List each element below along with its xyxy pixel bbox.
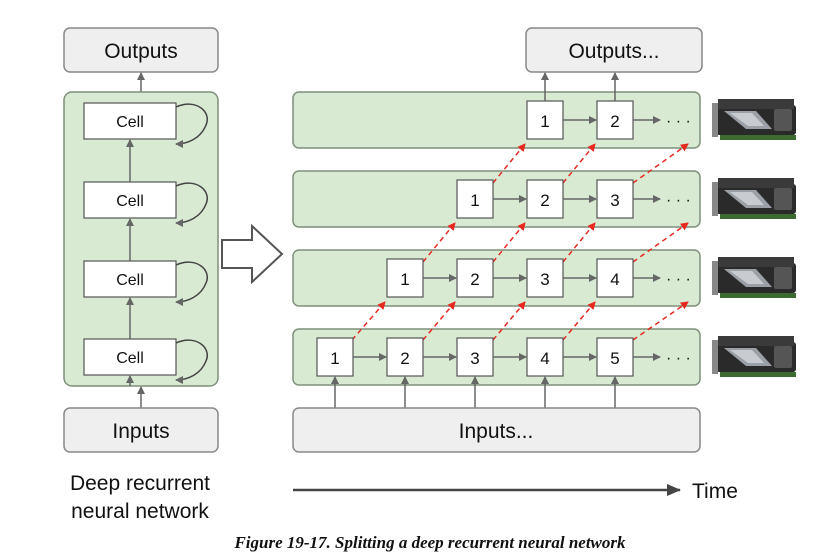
time-step-box xyxy=(316,337,354,377)
time-step-box xyxy=(526,179,564,219)
svg-text:2: 2 xyxy=(610,112,619,131)
left-network: Outputs Cell Cell Cell Cell xyxy=(63,27,219,523)
gpu-card-icon xyxy=(712,336,796,377)
left-caption-line1: Deep recurrent xyxy=(70,472,210,495)
figure-caption: Figure 19-17. Splitting a deep recurrent… xyxy=(233,533,626,552)
time-step-box xyxy=(526,258,564,298)
svg-text:3: 3 xyxy=(540,270,549,289)
svg-text:4: 4 xyxy=(540,349,549,368)
svg-text:Cell: Cell xyxy=(116,350,144,367)
gpu-card-icon xyxy=(712,178,796,219)
gpu-row-1: 1 2 · · · xyxy=(526,72,691,140)
gpu-row-2: 1 2 3 · · · xyxy=(456,179,691,219)
time-step-box xyxy=(596,258,634,298)
time-step-box xyxy=(526,337,564,377)
svg-text:5: 5 xyxy=(610,349,619,368)
gpu-card-icon xyxy=(712,257,796,298)
right-network: Outputs... 1 2 xyxy=(292,27,796,503)
svg-text:2: 2 xyxy=(470,270,479,289)
right-outputs-label: Outputs... xyxy=(568,40,659,63)
input-arrows xyxy=(331,376,619,408)
svg-text:2: 2 xyxy=(400,349,409,368)
svg-text:3: 3 xyxy=(610,191,619,210)
svg-text:Cell: Cell xyxy=(116,272,144,289)
time-step-box xyxy=(456,258,494,298)
left-outputs-label: Outputs xyxy=(104,40,178,63)
left-caption-line2: neural network xyxy=(71,500,209,523)
svg-text:Cell: Cell xyxy=(116,114,144,131)
left-cell-3: Cell xyxy=(83,260,208,306)
left-inputs-label: Inputs xyxy=(112,420,169,443)
right-inputs-box xyxy=(292,407,701,453)
time-label: Time xyxy=(692,480,738,503)
svg-text:4: 4 xyxy=(610,270,619,289)
left-cell-4: Cell xyxy=(83,338,208,384)
svg-text:1: 1 xyxy=(400,270,409,289)
svg-text:3: 3 xyxy=(470,349,479,368)
continuation-dots: · · · xyxy=(666,350,691,367)
continuation-dots: · · · xyxy=(666,192,691,209)
time-step-box xyxy=(456,179,494,219)
continuation-dots: · · · xyxy=(666,271,691,288)
gpu-row-3: 1 2 3 4 · · · xyxy=(386,258,691,298)
left-inputs-box xyxy=(63,407,219,453)
svg-text:1: 1 xyxy=(540,112,549,131)
transform-arrow xyxy=(221,223,284,285)
svg-text:Cell: Cell xyxy=(116,193,144,210)
svg-text:1: 1 xyxy=(330,349,339,368)
time-step-box xyxy=(596,179,634,219)
time-step-box xyxy=(386,258,424,298)
gpu-row-4: 1 2 3 4 5 · · · xyxy=(316,337,691,377)
time-step-box xyxy=(526,100,564,140)
svg-text:2: 2 xyxy=(540,191,549,210)
continuation-dots: · · · xyxy=(666,113,691,130)
cross-layer-dependencies xyxy=(351,143,689,341)
gpu-card-icon xyxy=(712,99,796,140)
svg-text:1: 1 xyxy=(470,191,479,210)
right-inputs-label: Inputs... xyxy=(459,420,534,443)
